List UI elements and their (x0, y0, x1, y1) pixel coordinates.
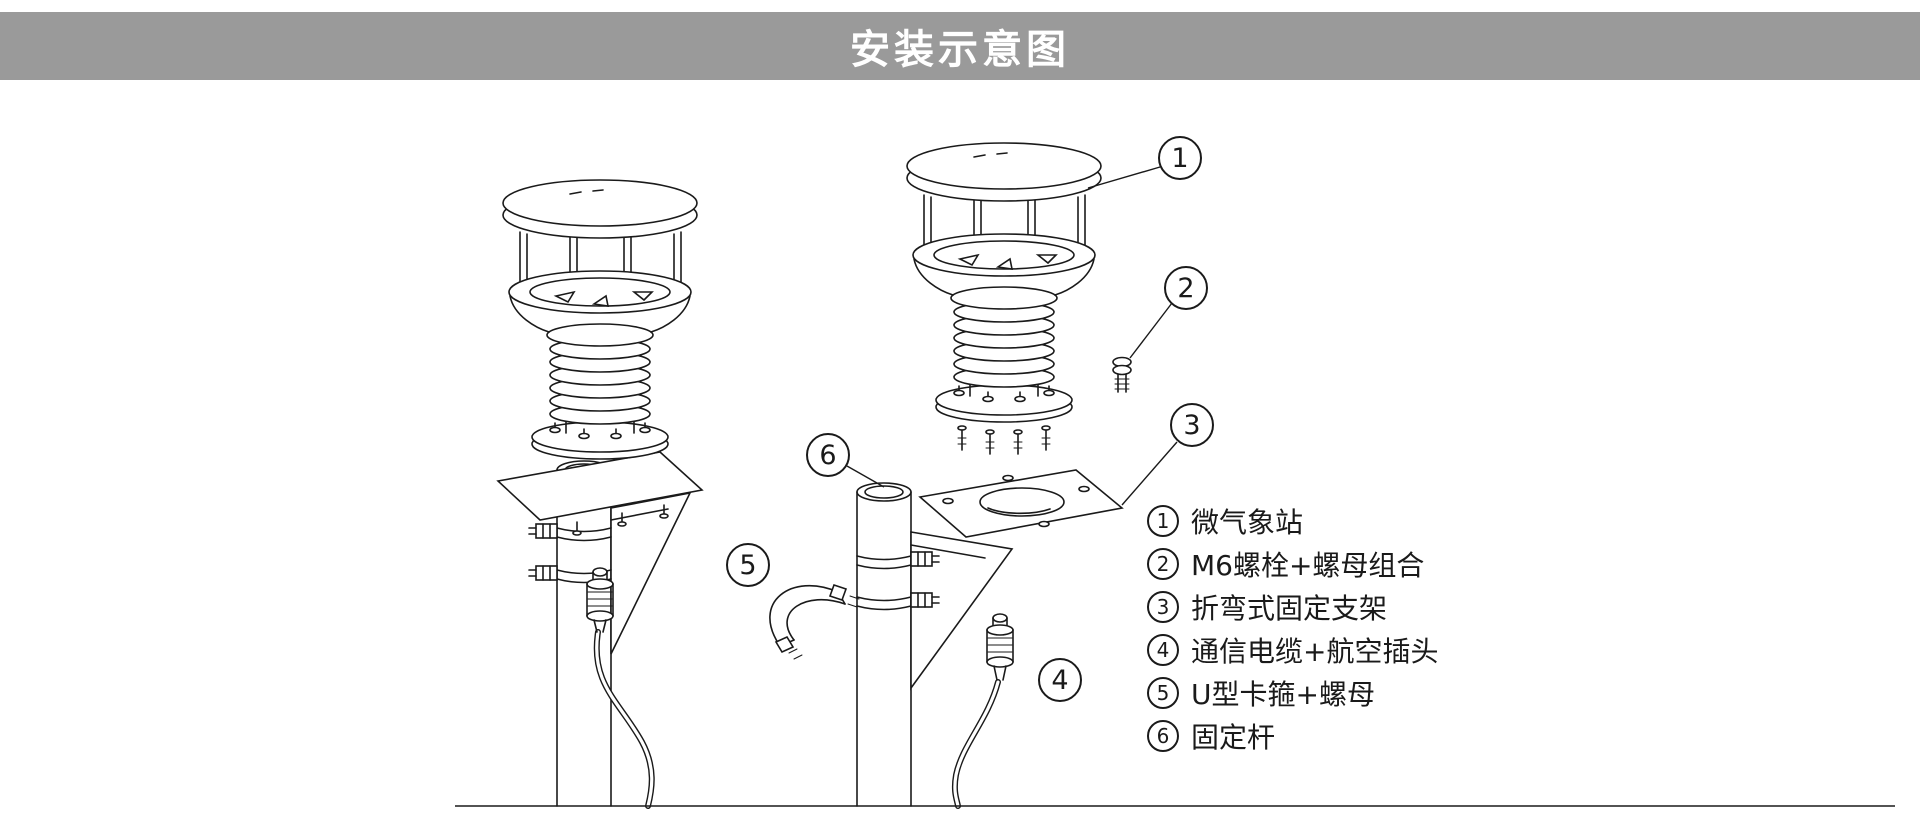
left-connector (586, 567, 614, 633)
callout-3: 3 (1170, 403, 1214, 447)
legend-item-6-label: 固定杆 (1191, 720, 1276, 754)
left-u-clamp-top (528, 523, 612, 542)
callout-1: 1 (1158, 136, 1202, 180)
title-bar: 安装示意图 (0, 12, 1920, 80)
callout-3-number: 3 (1183, 409, 1201, 441)
left-bracket (610, 491, 692, 655)
u-bolt-drawing (769, 583, 860, 660)
parts-legend: 1 微气象站 2 M6螺栓+螺母组合 3 折弯式固定支架 4 通信电缆+航空插头… (1147, 499, 1438, 757)
callout-5-number: 5 (739, 549, 757, 581)
left-mounting-plate (496, 451, 704, 536)
right-mounting-plate (918, 469, 1124, 538)
left-weather-station (502, 179, 698, 460)
legend-item-5-label: U型卡箍+螺母 (1191, 677, 1375, 711)
right-u-clamp-bottom (856, 592, 940, 611)
callout-4: 4 (1038, 658, 1082, 702)
legend-item-5-number: 5 (1147, 676, 1179, 709)
right-connector (986, 613, 1014, 681)
left-station-assembly (496, 451, 704, 809)
legend-item-3-label: 折弯式固定支架 (1191, 591, 1388, 625)
legend-item-4-label: 通信电缆+航空插头 (1191, 634, 1439, 668)
right-cable (951, 679, 1001, 809)
right-station-assembly (769, 356, 1132, 809)
page-title: 安装示意图 (850, 27, 1070, 73)
legend-item-5: 5 U型卡箍+螺母 (1147, 671, 1438, 714)
callout-6: 6 (806, 433, 850, 477)
callout-2-number: 2 (1177, 272, 1195, 304)
legend-item-1: 1 微气象站 (1147, 499, 1438, 542)
callout-5: 5 (726, 543, 770, 587)
m6-bolt-drawing (1112, 356, 1132, 393)
left-cable (593, 629, 655, 809)
flange-bolts-exploded (957, 425, 1051, 455)
callout-leader-lines (846, 166, 1178, 506)
legend-item-4-number: 4 (1147, 633, 1179, 666)
legend-item-1-number: 1 (1147, 504, 1179, 537)
callout-2: 2 (1164, 266, 1208, 310)
legend-item-2-label: M6螺栓+螺母组合 (1191, 548, 1425, 582)
legend-item-3: 3 折弯式固定支架 (1147, 585, 1438, 628)
callout-6-number: 6 (819, 439, 837, 471)
legend-item-6-number: 6 (1147, 719, 1179, 752)
legend-item-1-label: 微气象站 (1191, 505, 1304, 539)
legend-item-4: 4 通信电缆+航空插头 (1147, 628, 1438, 671)
legend-item-6: 6 固定杆 (1147, 714, 1438, 757)
right-pole (856, 482, 912, 807)
callout-4-number: 4 (1051, 664, 1069, 696)
right-bracket (910, 531, 1014, 691)
legend-item-2: 2 M6螺栓+螺母组合 (1147, 542, 1438, 585)
right-u-clamp-top (856, 551, 940, 570)
callout-1-number: 1 (1171, 142, 1189, 174)
legend-item-3-number: 3 (1147, 590, 1179, 623)
legend-item-2-number: 2 (1147, 547, 1179, 580)
right-weather-station (906, 142, 1102, 423)
